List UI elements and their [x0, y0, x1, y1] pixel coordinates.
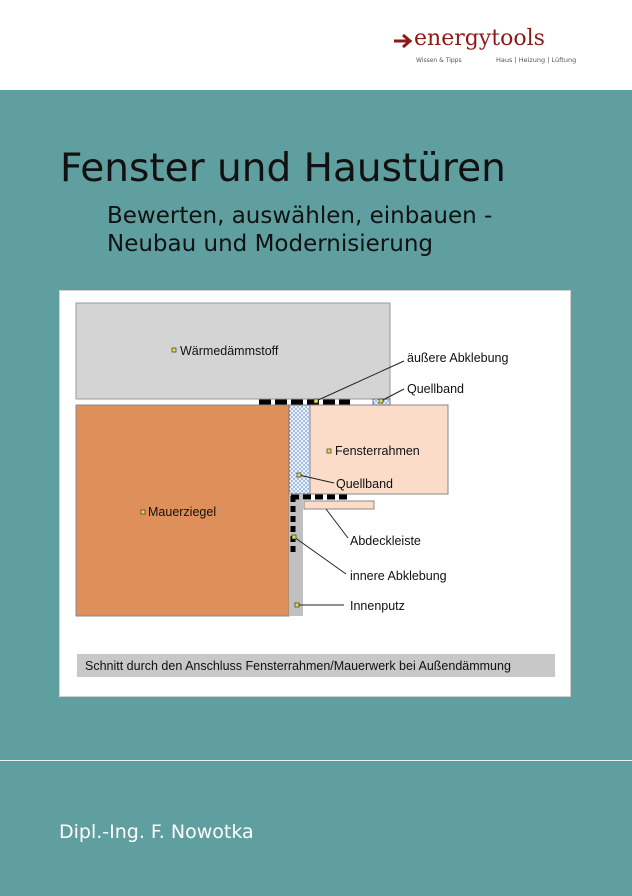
- book-title: Fenster und Haustüren: [60, 146, 506, 191]
- svg-text:energytools: energytools: [414, 26, 545, 51]
- svg-text:Haus | Heizung | Lüftung: Haus | Heizung | Lüftung: [496, 56, 576, 64]
- marker-dot: [378, 398, 384, 404]
- leader-line: [298, 474, 335, 484]
- label-sealing-tape-inner: Quellband: [336, 477, 393, 491]
- label-outer-tape: äußere Abklebung: [407, 351, 509, 365]
- figure-caption: Schnitt durch den Anschluss Fensterrahme…: [85, 659, 511, 673]
- caption-bar: [77, 654, 555, 677]
- marker-dot: [171, 347, 177, 353]
- label-cover-strip: Abdeckleiste: [350, 534, 421, 548]
- label-insulation: Wärmedämmstoff: [180, 344, 279, 358]
- insulation-block: [75, 302, 391, 400]
- header: energytools Wissen & Tipps Haus | Heizun…: [0, 0, 632, 90]
- cover-strip: [303, 500, 375, 510]
- label-sealing-tape-top: Quellband: [407, 382, 464, 396]
- leader-line: [293, 536, 347, 575]
- leader-line: [315, 360, 405, 402]
- label-brick: Mauerziegel: [148, 505, 216, 519]
- label-window-frame: Fensterrahmen: [335, 444, 420, 458]
- subtitle-line-1: Bewerten, auswählen, einbauen -: [107, 203, 493, 229]
- leader-line: [325, 508, 349, 539]
- divider: [0, 760, 632, 761]
- marker-dot: [140, 509, 146, 515]
- marker-dot: [313, 398, 319, 404]
- leader-line: [380, 388, 405, 402]
- svg-text:Wissen & Tipps: Wissen & Tipps: [416, 57, 462, 64]
- window-frame: [309, 404, 449, 495]
- cross-section-figure: Wärmedämmstoff äußere Abklebung Quellban…: [59, 290, 571, 697]
- marker-dot: [291, 534, 297, 540]
- label-plaster: Innenputz: [350, 599, 405, 613]
- marker-dot: [294, 602, 300, 608]
- subtitle-line-2: Neubau und Modernisierung: [107, 231, 433, 257]
- label-inner-tape: innere Abklebung: [350, 569, 447, 583]
- plaster-strip: [289, 494, 303, 616]
- sealing-tape-inner-block: [288, 404, 311, 495]
- author: Dipl.-Ing. F. Nowotka: [59, 821, 254, 843]
- marker-dot: [326, 448, 332, 454]
- brick-wall: [75, 404, 290, 617]
- marker-dot: [296, 472, 302, 478]
- energytools-logo: energytools Wissen & Tipps Haus | Heizun…: [394, 26, 576, 64]
